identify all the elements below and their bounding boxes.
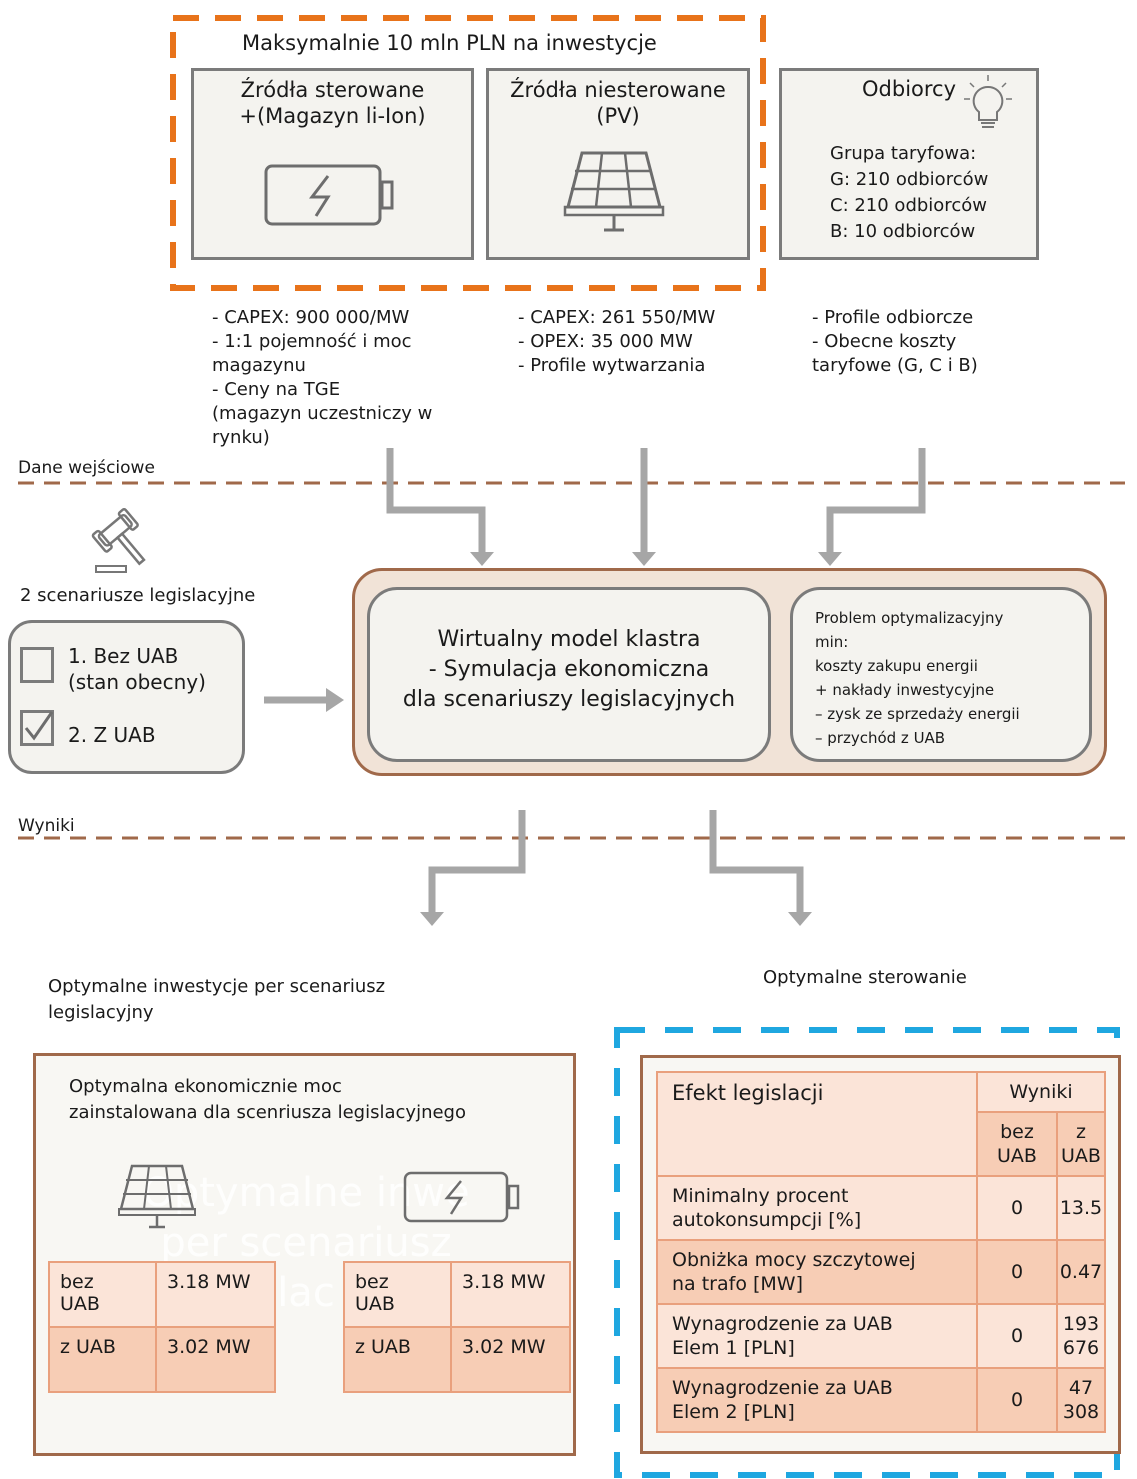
capacity-cell: 3.02 MW	[450, 1326, 571, 1393]
budget-label: Maksymalnie 10 mln PLN na inwestycje	[242, 31, 657, 55]
results-label: Wyniki	[18, 816, 75, 836]
option-checkbox-2[interactable]	[20, 710, 54, 746]
col-without-uab: bez UAB	[976, 1111, 1058, 1177]
input-data-label: Dane wejściowe	[18, 458, 155, 478]
value-without-uab: 0	[976, 1175, 1058, 1241]
table-row: Wynagrodzenie za UAB Elem 2 [PLN] 0 47 3…	[656, 1367, 1106, 1433]
arrow-consumers	[826, 448, 926, 560]
uncontrolled-sources-title: Źródła niesterowane (PV)	[510, 78, 726, 128]
battery-charging-icon	[403, 1171, 520, 1223]
effects-header: Efekt legislacji	[656, 1071, 978, 1177]
scenario-cell: z UAB	[48, 1326, 157, 1393]
table-row: bez UAB 3.18 MW	[343, 1261, 571, 1328]
optimization-text: Problem optymalizacyjny min: koszty zaku…	[815, 609, 1020, 747]
option-label-1: 1. Bez UAB (stan obecny)	[68, 644, 206, 694]
value-with-uab: 13.5	[1056, 1175, 1106, 1241]
investments-title: Optymalne inwestycje per scenariusz legi…	[48, 976, 386, 1023]
scenario-cell: bez UAB	[343, 1261, 452, 1328]
table-row: bez UAB 3.18 MW	[48, 1261, 276, 1328]
row-label: Wynagrodzenie za UAB Elem 2 [PLN]	[656, 1367, 978, 1433]
simulation-box: Wirtualny model klastra - Symulacja ekon…	[367, 587, 771, 762]
table-row: z UAB 3.02 MW	[343, 1326, 571, 1393]
table-row: Efekt legislacji Wyniki	[656, 1071, 1106, 1177]
table-row: Wynagrodzenie za UAB Elem 1 [PLN] 0 193 …	[656, 1303, 1106, 1369]
arrow-investments	[428, 810, 526, 920]
arrow-control	[709, 810, 804, 920]
checkmark-icon	[24, 711, 54, 741]
pv-capacity-table: bez UAB 3.18 MW z UAB 3.02 MW	[48, 1261, 276, 1393]
value-with-uab: 0.47	[1056, 1239, 1106, 1305]
controlled-sources-box: Źródła sterowane +(Magazyn li-Ion)	[191, 68, 474, 260]
value-without-uab: 0	[976, 1239, 1058, 1305]
legislation-box: 1. Bez UAB (stan obecny) 2. Z UAB	[8, 620, 245, 774]
consumers-inputs: - Profile odbiorcze - Obecne koszty tary…	[812, 307, 978, 376]
value-with-uab: 193 676	[1056, 1303, 1106, 1369]
capacity-cell: 3.02 MW	[155, 1326, 276, 1393]
row-label: Obniżka mocy szczytowej na trafo [MW]	[656, 1239, 978, 1305]
scenario-cell: z UAB	[343, 1326, 452, 1393]
investments-panel: Optymalne inwe per scenariusz lac Optyma…	[33, 1053, 576, 1456]
uncontrolled-sources-box: Źródła niesterowane (PV)	[486, 68, 750, 260]
solar-panel-icon	[563, 151, 665, 232]
controlled-inputs: - CAPEX: 900 000/MW - 1:1 pojemność i mo…	[212, 307, 433, 448]
value-without-uab: 0	[976, 1303, 1058, 1369]
cluster-model-box: Wirtualny model klastra - Symulacja ekon…	[352, 568, 1107, 776]
optimization-box: Problem optymalizacyjny min: koszty zaku…	[790, 587, 1092, 762]
battery-charging-icon	[264, 164, 394, 226]
consumers-title: Odbiorcy	[862, 77, 957, 101]
table-row: z UAB 3.02 MW	[48, 1326, 276, 1393]
row-label: Wynagrodzenie za UAB Elem 1 [PLN]	[656, 1303, 978, 1369]
gavel-icon	[91, 508, 146, 573]
results-group-header: Wyniki	[976, 1071, 1106, 1113]
effects-table: Efekt legislacji Wyniki bez UAB z UAB Mi…	[656, 1071, 1106, 1433]
effects-panel: Efekt legislacji Wyniki bez UAB z UAB Mi…	[640, 1055, 1121, 1454]
legislation-title: 2 scenariusze legislacyjne	[20, 585, 256, 606]
arrow-controlled	[386, 448, 486, 560]
capacity-cell: 3.18 MW	[450, 1261, 571, 1328]
consumers-box: Odbiorcy Grupa taryfowa: G: 210 odbiorcó…	[779, 68, 1039, 260]
col-with-uab: z UAB	[1056, 1111, 1106, 1177]
table-row: Minimalny procent autokonsumpcji [%] 0 1…	[656, 1175, 1106, 1241]
value-without-uab: 0	[976, 1367, 1058, 1433]
scenario-cell: bez UAB	[48, 1261, 157, 1328]
model-title: Wirtualny model klastra - Symulacja ekon…	[402, 627, 736, 712]
row-label: Minimalny procent autokonsumpcji [%]	[656, 1175, 978, 1241]
solar-panel-icon	[118, 1164, 196, 1229]
value-with-uab: 47 308	[1056, 1367, 1106, 1433]
battery-capacity-table: bez UAB 3.18 MW z UAB 3.02 MW	[343, 1261, 571, 1393]
table-row: bez UAB z UAB	[657, 1111, 1106, 1177]
capacity-cell: 3.18 MW	[155, 1261, 276, 1328]
lightbulb-icon	[964, 75, 1012, 128]
option-label-2: 2. Z UAB	[68, 723, 156, 747]
control-title: Optymalne sterowanie	[763, 967, 967, 988]
uncontrolled-inputs: - CAPEX: 261 550/MW - OPEX: 35 000 MW - …	[518, 307, 716, 376]
table-row: Obniżka mocy szczytowej na trafo [MW] 0 …	[656, 1239, 1106, 1305]
option-checkbox-1[interactable]	[20, 647, 54, 683]
consumers-body: Grupa taryfowa: G: 210 odbiorców C: 210 …	[830, 143, 989, 242]
controlled-sources-title: Źródła sterowane +(Magazyn li-Ion)	[239, 78, 426, 128]
investments-panel-title: Optymalna ekonomicznie moc zainstalowana…	[69, 1076, 466, 1123]
